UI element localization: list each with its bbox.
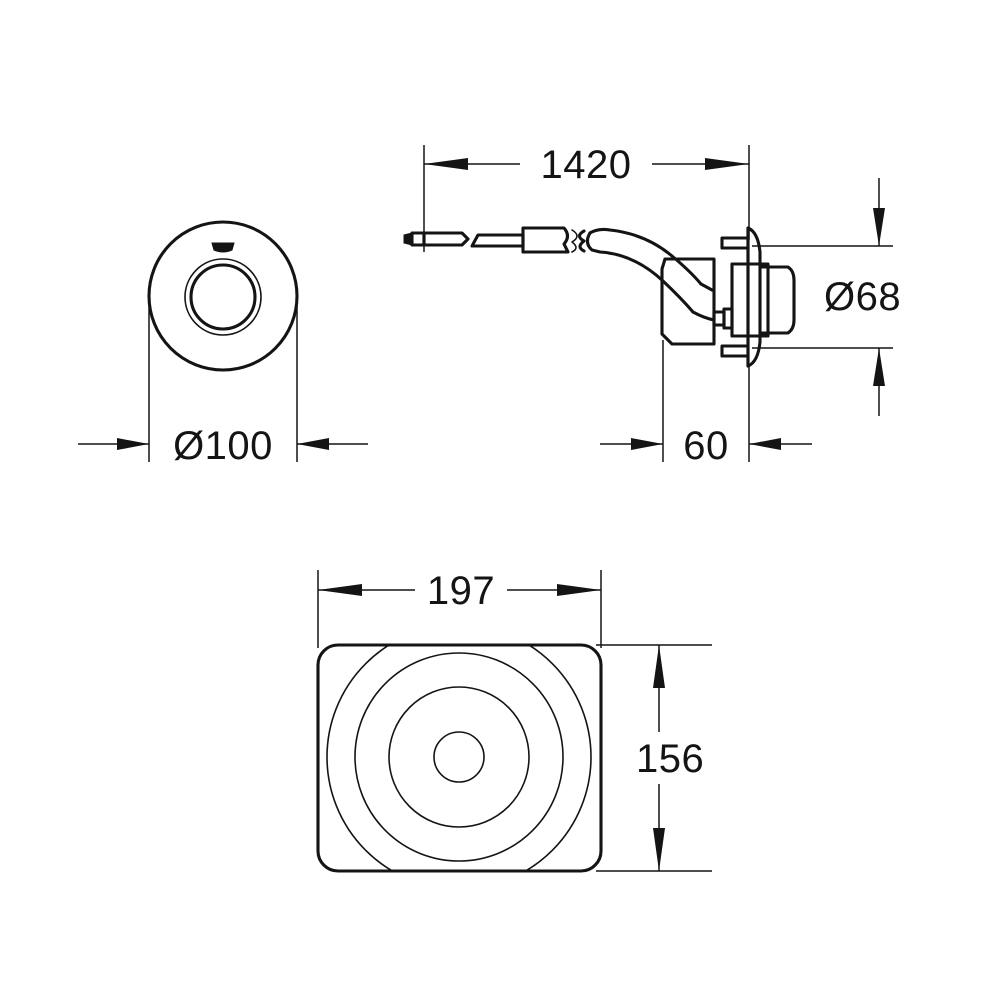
dimension-label-197: 197 [427,569,495,613]
front-view: Ø100 [78,220,368,468]
dimension-label-d68: Ø68 [824,275,901,319]
cartridge-body [730,262,770,338]
plate-concentric-circles [326,645,592,871]
dim-text-backdrop-197 [415,566,507,614]
arrowhead-156-bottom [653,828,665,871]
arrowhead-1420-left [424,158,468,170]
arrowhead-197-left [318,584,362,596]
arrowhead-d100-right [297,438,329,450]
break-symbol-right [577,229,586,253]
escutcheon-notch-marker [211,242,235,253]
side-view: 1420 [403,140,901,468]
escutcheon-cap [758,265,796,335]
hose-ferrule [521,226,570,254]
wall-flange-plate [746,226,762,368]
plan-view: 197 156 [316,566,712,873]
dimension-label-1420: 1420 [541,143,632,187]
plate-circle-second [354,652,564,862]
arrowhead-d68-top [873,208,885,246]
arrowhead-d100-left [117,438,149,450]
flange-tab-bottom [720,344,750,358]
lever-stem-top [699,282,714,292]
mixer-body-block [660,257,716,346]
arrowhead-156-top [653,645,665,688]
arrowhead-d68-bottom [873,348,885,386]
dimension-label-156: 156 [636,737,704,781]
lever-handle-upper-edge [588,227,703,286]
hose-segment-1 [422,231,470,247]
escutcheon-inner-circle [189,263,257,331]
plate-circle-center [433,731,485,783]
lever-stem [691,310,716,322]
dim-text-backdrop-156 [640,732,680,784]
dimension-label-60: 60 [683,424,729,468]
arrowhead-60-right [749,438,781,450]
escutcheon-ring-circle [184,258,262,336]
plate-circle-outer [326,645,592,871]
hose-segment-2 [470,233,525,248]
dimension-label-d100: Ø100 [173,424,273,468]
break-symbol-left [571,229,578,253]
hose-nipple [410,231,426,247]
arrowhead-197-right [557,584,601,596]
arrowhead-1420-right [705,158,749,170]
dim-text-backdrop-1420 [520,140,652,188]
escutcheon-outer-circle [147,220,299,372]
flange-tab-top [720,236,750,250]
plate-outline [316,643,603,873]
lever-handle-lower-edge [585,231,695,314]
arrowhead-60-left [631,438,663,450]
plate-circle-third [388,686,530,828]
